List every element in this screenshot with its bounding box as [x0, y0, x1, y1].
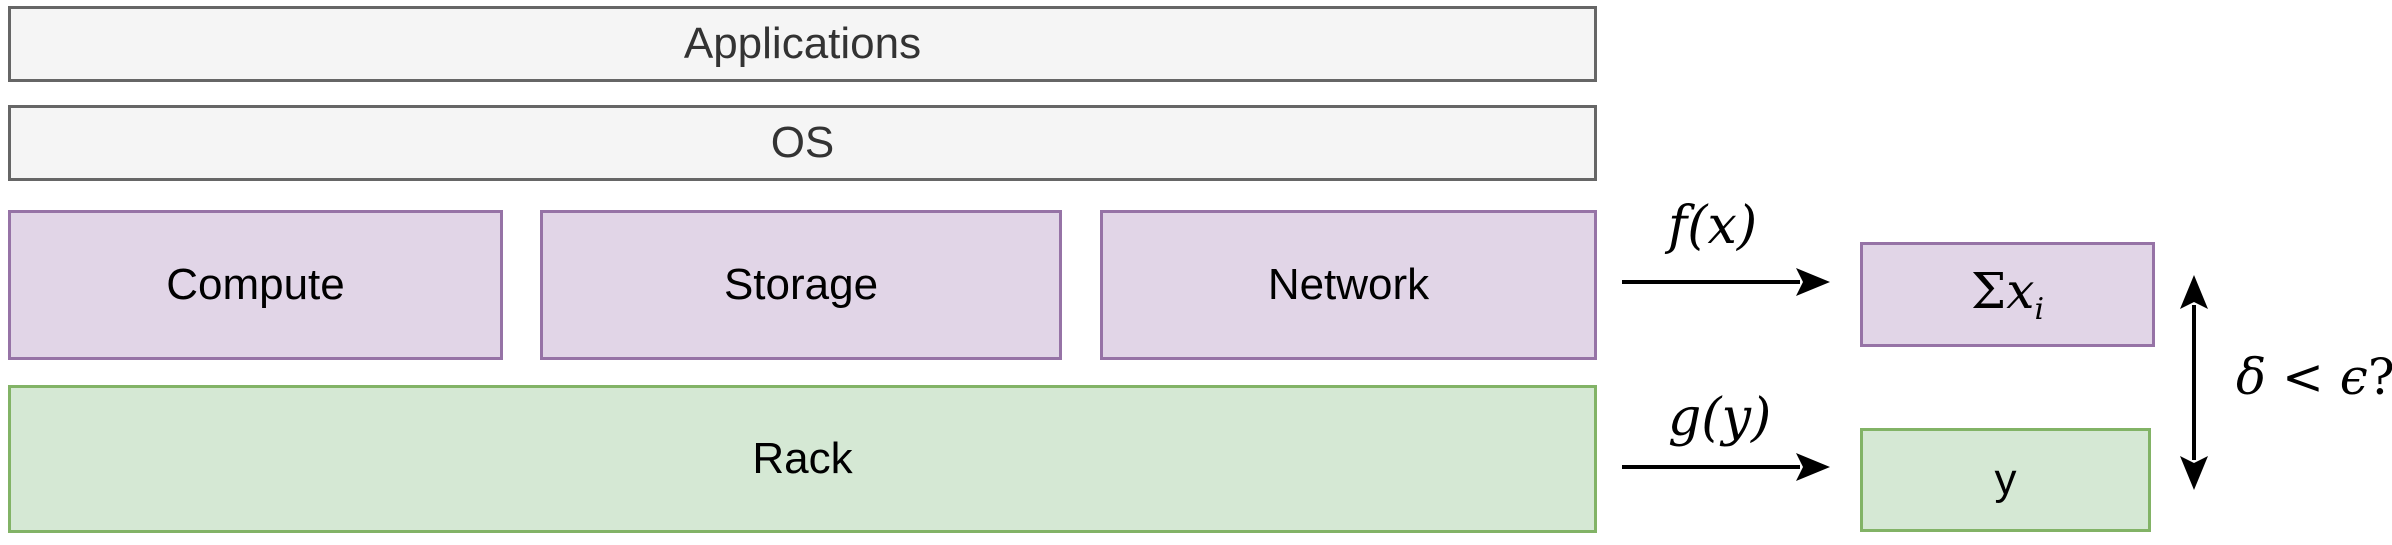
condition-label: δ < ϵ?	[2236, 348, 2392, 406]
sum-expression: Σxi	[1971, 262, 2044, 327]
delta-arrow-head-up	[2180, 275, 2208, 309]
delta-arrow-head-down	[2180, 456, 2208, 490]
condition-delta: δ	[2236, 348, 2267, 406]
network-label: Network	[1267, 260, 1430, 309]
g-of-y-label: g(y)	[1668, 388, 1772, 448]
storage-box: Storage	[540, 210, 1062, 360]
compute-box: Compute	[8, 210, 503, 360]
compute-label: Compute	[166, 260, 345, 309]
applications-layer: Applications	[8, 6, 1597, 82]
os-layer: OS	[8, 105, 1597, 181]
sum-symbol: Σ	[1970, 262, 2007, 320]
rack-label: Rack	[752, 434, 853, 483]
g-arrow-head	[1796, 453, 1830, 481]
network-box: Network	[1100, 210, 1597, 360]
y-output-box: y	[1860, 428, 2151, 532]
y-label: y	[1994, 455, 2017, 504]
f-arrow-head	[1796, 268, 1830, 296]
sum-variable: x	[2006, 262, 2035, 320]
sum-output-box: Σxi	[1860, 242, 2155, 347]
storage-label: Storage	[723, 260, 879, 309]
condition-operator: <	[2266, 348, 2340, 406]
f-of-x-label: f(x)	[1668, 196, 1758, 256]
os-label: OS	[770, 118, 835, 167]
condition-question: ?	[2367, 348, 2392, 406]
sum-subscript: i	[2034, 292, 2045, 327]
rack-layer: Rack	[8, 385, 1597, 533]
condition-epsilon: ϵ	[2339, 348, 2368, 406]
applications-label: Applications	[683, 19, 922, 68]
